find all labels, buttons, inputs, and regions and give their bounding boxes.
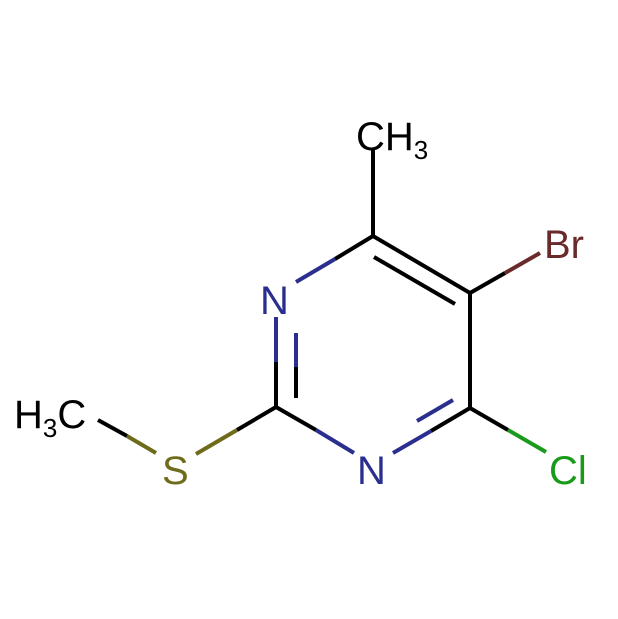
atom-label-sulfur: S: [162, 449, 189, 493]
bond-c6-c5: [371, 234, 472, 295]
bond-c6-c5-inner: [372, 255, 457, 306]
bond-c4-n3-inner: [415, 398, 455, 423]
bond-c4-cl-dark: [468, 406, 510, 432]
bond-n3-c2-blue: [314, 428, 356, 455]
bonds: [97, 150, 548, 456]
atom-labels: CH3 Br N N H3C S Cl: [14, 115, 587, 493]
bond-s-methyl-dark: [97, 418, 128, 438]
atom-label-nitrogen-3: N: [357, 449, 386, 493]
bond-c4-n3-dark: [429, 406, 472, 433]
atom-label-methyl-left: H3C: [14, 393, 86, 443]
bond-s-methyl-olive: [125, 434, 158, 455]
bond-c2-s-dark: [235, 405, 278, 432]
bond-c5-br-dark: [469, 271, 506, 295]
atom-label-bromine: Br: [544, 223, 584, 267]
atom-label-methyl-top: CH3: [356, 115, 428, 165]
bond-c4-n3-blue: [391, 429, 433, 455]
bond-c2-s-olive: [194, 428, 239, 456]
bond-n3-c2-dark: [275, 405, 317, 432]
atom-label-chlorine: Cl: [549, 449, 587, 493]
atom-label-nitrogen-1: N: [260, 279, 289, 323]
bond-c6-n1-dark: [333, 234, 375, 261]
bond-c6-n1-blue: [294, 257, 337, 284]
bond-c5-br-red: [504, 251, 541, 275]
bond-c4-cl-green: [506, 428, 548, 454]
